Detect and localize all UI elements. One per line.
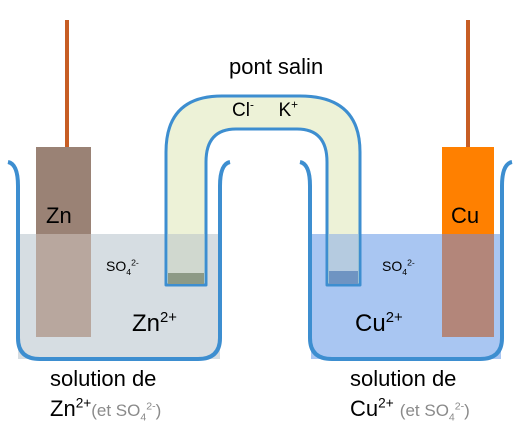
left-caption-line1: solution de	[50, 366, 157, 391]
salt-bridge-title: pont salin	[229, 54, 324, 79]
right-caption-line2: Cu2+ (et SO42-)	[350, 395, 470, 424]
zinc-ion-label: Zn2+	[132, 310, 177, 337]
zinc-plate	[36, 147, 91, 337]
left-sulfate-ion: SO42-	[106, 257, 139, 277]
potassium-ion: K+	[278, 98, 298, 121]
left-beaker	[7, 160, 231, 361]
left-caption-line2: Zn2+(et SO42-)	[50, 395, 162, 424]
copper-ion-label: Cu2+	[355, 310, 403, 337]
right-beaker	[299, 160, 513, 361]
zinc-electrode-label: Zn	[46, 203, 72, 228]
copper-plate-immersed	[442, 234, 494, 337]
copper-electrode-label: Cu	[451, 203, 480, 228]
zinc-plate-immersed	[36, 234, 91, 337]
chloride-ion: Cl-	[232, 98, 254, 121]
salt-bridge-ions: Cl- K+	[232, 98, 298, 122]
right-sulfate-ion: SO42-	[382, 257, 415, 277]
bridge-plug-left	[168, 273, 204, 284]
right-caption-line1: solution de	[350, 366, 457, 391]
bridge-plug-right	[329, 271, 358, 284]
